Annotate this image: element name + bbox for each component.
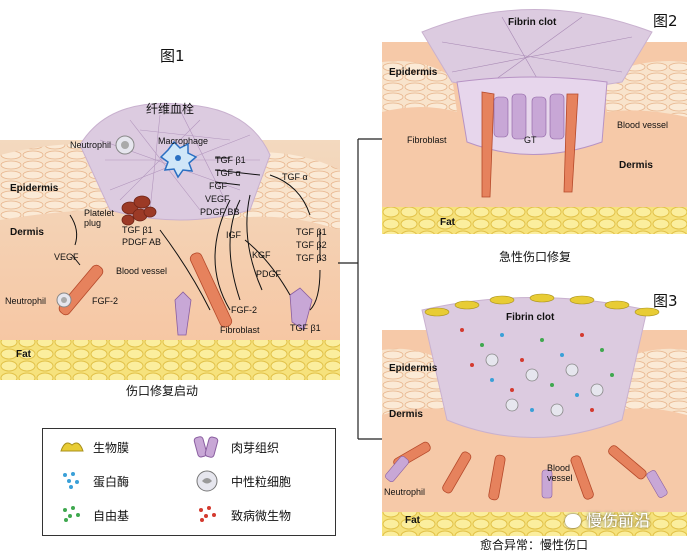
figure3-illustration [382,293,687,536]
figure3-caption: 愈合异常：慢性伤口 [480,538,589,552]
legend-free-radical-label: 自由基 [93,509,130,523]
figure2-illustration [382,2,687,234]
fig2-fat-label: Fat [440,217,455,228]
free-radical-icon [63,506,80,522]
watermark: 慢伤前沿 [565,507,650,531]
pathogen-icon [199,506,216,522]
figure1-caption: 伤口修复启动 [126,384,199,398]
fig2-gt-label: GT [524,135,537,145]
fig1-kgf: KGF [252,250,271,260]
fig1-platelet-plug-label: Platelet plug [84,208,115,228]
fig3-fat-label: Fat [405,515,420,526]
fig1-tgf-b1-d: TGF β1 [290,323,321,333]
legend-granulation-label: 肉芽组织 [231,441,280,455]
fig2-dermis-label: Dermis [619,160,653,171]
legend-neutrophil-label: 中性粒细胞 [231,475,292,489]
fig1-tgf-b2: TGF β2 [296,240,327,250]
figure2-caption: 急性伤口修复 [499,250,572,264]
fig1-igf: IGF [226,230,241,240]
neutrophil-icon [196,470,218,492]
fig1-blood-vessel-label: Blood vessel [116,266,168,276]
fig1-macrophage-label: Macrophage [158,136,209,146]
legend-pathogen-label: 致病微生物 [231,509,292,523]
fig3-epidermis-label: Epidermis [389,363,438,374]
fig1-fgf2-right: FGF-2 [231,305,257,315]
fig1-neutrophil-top-label: Neutrophil [70,140,112,150]
fig1-pdgf: PDGF [256,269,282,279]
fig1-dermis-label: Dermis [10,227,44,238]
fig1-pdgf-ab: PDGF AB [122,237,162,247]
figure3-number: 图3 [653,292,678,310]
fig1-vegf-mid: VEGF [205,194,230,204]
fig3-neutrophil-label: Neutrophil [384,487,426,497]
fig3-fibrin-clot-label: Fibrin clot [506,312,555,323]
fig1-vegf-left-label: VEGF [54,252,79,262]
fig1-tgf-a-b: TGF α [282,172,308,182]
protease-icon [63,472,79,489]
fig2-fibrin-clot-label: Fibrin clot [508,17,557,28]
fig1-fibroblast-label: Fibroblast [220,325,260,335]
fig3-blood-vessel-label: Blood vessel [547,463,573,483]
fig1-tgf-b1-c: TGF β1 [296,227,327,237]
fig1-tgf-b1-b: TGF β1 [122,225,153,235]
fig1-pdgf-bb: PDGF BB [200,207,240,217]
biofilm-icon [60,442,84,452]
fig1-fgf: FGF [209,181,227,191]
figure1-clot-label: 纤维血栓 [146,102,195,116]
fig1-neutrophil-bottom-label: Neutrophil [5,296,47,306]
fig2-epidermis-label: Epidermis [389,67,438,78]
legend-biofilm-label: 生物膜 [93,441,130,455]
fig1-tgf-b3: TGF β3 [296,253,327,263]
figure1-illustration [0,102,340,380]
figure-bracket [338,138,382,440]
fig2-blood-vessel-label: Blood vessel [617,120,669,130]
fig1-fgf2-left-label: FGF-2 [92,296,118,306]
watermark-text: 慢伤前沿 [586,511,651,530]
fig1-tgf-b1-a: TGF β1 [215,155,246,165]
fig3-dermis-label: Dermis [389,409,423,420]
fig2-fibroblast-label: Fibroblast [407,135,447,145]
figure2-number: 图2 [653,12,678,30]
legend-protease-label: 蛋白酶 [93,475,130,489]
fig1-tgf-a-a: TGF α [215,168,241,178]
wechat-icon [565,514,581,528]
granulation-icon [193,436,219,458]
fig1-fat-label: Fat [16,349,31,360]
figure1-number: 图1 [160,47,185,65]
fig1-epidermis-label: Epidermis [10,183,59,194]
legend-box: 生物膜 肉芽组织 蛋白酶 中性粒细胞 自由基 致病微生物 [42,428,336,536]
